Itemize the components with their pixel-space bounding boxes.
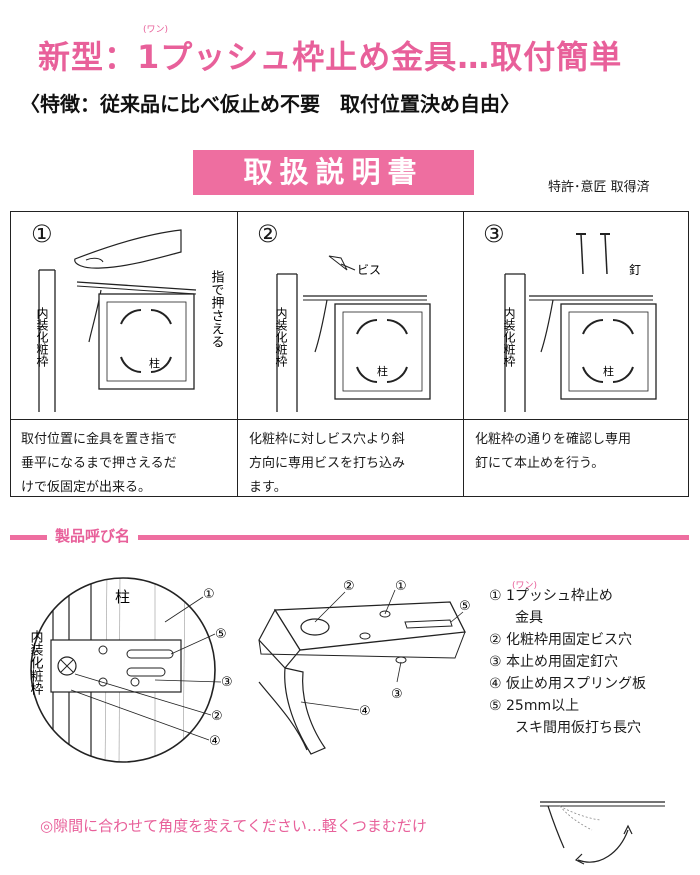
product-callout-2: ② bbox=[343, 579, 355, 594]
step-2-part-label: ビス bbox=[357, 263, 381, 277]
feature-line: 〈特徴：従来品に比べ仮止め不要 取付位置決め自由〉 bbox=[20, 92, 520, 116]
detail-callout-4: ④ bbox=[209, 734, 221, 749]
product-callout-4: ④ bbox=[359, 704, 371, 719]
legend-item: ① 1プッシュ枠止め bbox=[489, 588, 613, 604]
step-1-figure: 柱 内装化粧枠 指で押さえる bbox=[35, 229, 225, 412]
detail-figure: 柱 内装化粧枠 ① ⑤ ③ ② ④ bbox=[28, 577, 233, 763]
product-callout-5: ⑤ bbox=[459, 599, 471, 614]
detail-callout-2: ② bbox=[211, 709, 223, 724]
legend-ruby: (ワン) bbox=[512, 581, 538, 591]
legend-item-line2: 金具 bbox=[515, 610, 543, 626]
step-3-frame-label: 内装化粧枠 bbox=[502, 307, 516, 367]
step-3-post-label: 柱 bbox=[603, 364, 614, 378]
detail-callout-1: ① bbox=[203, 587, 215, 602]
step-1-number: ① bbox=[31, 220, 53, 248]
legend-item: ③ 本止め用固定釘穴 bbox=[489, 654, 619, 670]
step-1-side-label: 指で押さえる bbox=[209, 270, 225, 348]
detail-frame-label: 内装化粧枠 bbox=[28, 629, 44, 695]
manual-banner: 取扱説明書 bbox=[193, 150, 474, 195]
title-ruby: (ワン) bbox=[143, 25, 169, 35]
legend-item-line2: スキ間用仮打ち長穴 bbox=[515, 720, 641, 736]
product-figure: ② ① ⑤ ③ ④ bbox=[258, 579, 471, 755]
step-3-number: ③ bbox=[483, 220, 505, 248]
angle-sketch bbox=[540, 801, 665, 865]
step-3-part-label: 釘 bbox=[629, 262, 641, 277]
bottom-note: ◎隙間に合わせて角度を変えてください…軽くつまむだけ bbox=[40, 817, 427, 835]
step-1-text: 取付位置に金具を置き指で 垂平になるまで押さえるだ けで仮固定が出来る。 bbox=[21, 432, 178, 495]
step-1-post-label: 柱 bbox=[149, 356, 160, 370]
page-title: 新型：1プッシュ枠止め金具…取付簡単 bbox=[38, 38, 623, 76]
detail-post-label: 柱 bbox=[115, 588, 130, 606]
section-divider bbox=[10, 535, 689, 540]
step-2-number: ② bbox=[257, 220, 279, 248]
legend-item: ⑤ 25mm以上 bbox=[489, 698, 580, 714]
legend-item: ② 化粧枠用固定ビス穴 bbox=[489, 632, 633, 648]
detail-callout-3: ③ bbox=[221, 675, 233, 690]
steps-panel: ① 柱 内装化粧枠 指で押さえる 取付位置に金具を置き指で 垂平になるまで押さえ… bbox=[10, 211, 689, 497]
step-1-frame-label: 内装化粧枠 bbox=[35, 307, 49, 367]
patent-note: 特許･意匠 取得済 bbox=[548, 180, 650, 195]
product-callout-3: ③ bbox=[391, 687, 403, 702]
step-3-text: 化粧枠の通りを確認し専用 釘にて本止めを行う。 bbox=[475, 432, 632, 471]
legend-list: ① 1プッシュ枠止め 金具 ② 化粧枠用固定ビス穴 ③ 本止め用固定釘穴 ④ 仮… bbox=[489, 585, 646, 739]
detail-callout-5: ⑤ bbox=[215, 627, 227, 642]
section-title: 製品呼び名 bbox=[47, 525, 139, 546]
step-2-figure: ビス 柱 内装化粧枠 bbox=[274, 255, 431, 412]
product-callout-1: ① bbox=[395, 579, 407, 594]
step-2-text: 化粧枠に対しビス穴より斜 方向に専用ビスを打ち込み ます。 bbox=[249, 432, 406, 495]
step-2-frame-label: 内装化粧枠 bbox=[274, 307, 288, 367]
step-3-figure: 釘 柱 内装化粧枠 bbox=[502, 233, 657, 412]
step-2-post-label: 柱 bbox=[377, 364, 388, 378]
legend-item: ④ 仮止め用スプリング板 bbox=[489, 676, 647, 692]
